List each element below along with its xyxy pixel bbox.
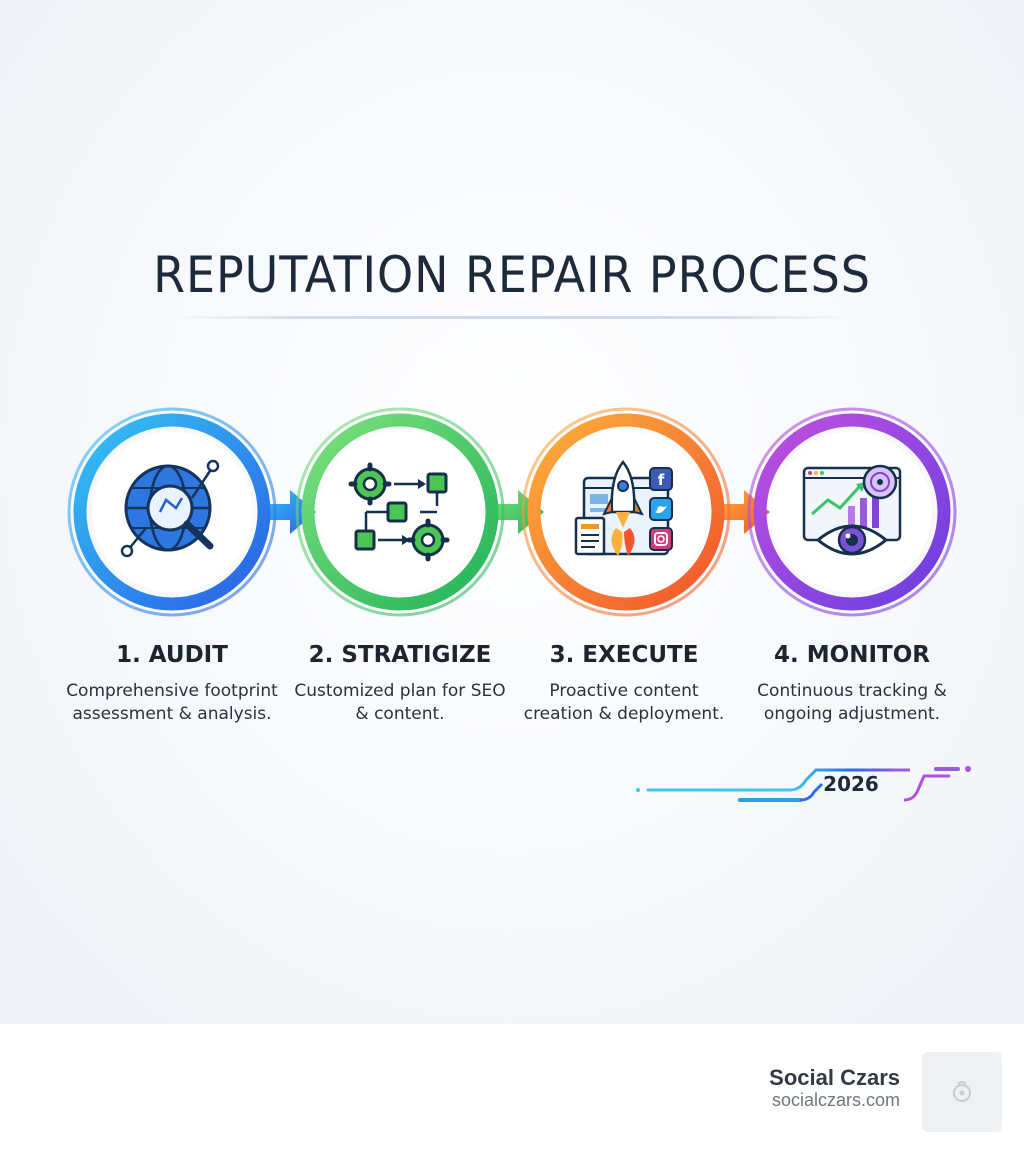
step-1-label: 1. AUDIT: [116, 642, 228, 668]
rocket-social-icon: f: [574, 460, 673, 556]
process-diagram: f: [67, 407, 957, 617]
year-badge-swoosh: [636, 766, 971, 802]
brand-url[interactable]: socialczars.com: [771, 1090, 900, 1110]
step-4-description: Continuous tracking & ongoing adjustment…: [757, 681, 947, 724]
brand-logo-icon: [922, 1052, 1002, 1132]
step-1-description: Comprehensive footprint assessment & ana…: [66, 681, 278, 724]
infographic-canvas: REPUTATION REPAIR PROCESS: [0, 0, 1024, 1024]
year-label: 2026: [823, 772, 879, 796]
step-4-circle: [747, 407, 957, 617]
eye-analytics-icon: [802, 464, 902, 556]
step-3-description: Proactive content creation & deployment.: [523, 681, 725, 724]
step-1-circle: [67, 407, 277, 617]
brand-name: Social Czars: [769, 1065, 900, 1090]
step-2-description: Customized plan for SEO & content.: [294, 681, 506, 724]
footer-bar: [0, 1024, 1024, 1154]
step-2-circle: [295, 407, 505, 617]
svg-text:f: f: [658, 471, 665, 489]
globe-magnifier-icon: [120, 459, 220, 558]
step-3-circle: f: [521, 407, 731, 617]
title-divider: [172, 316, 852, 319]
step-4-label: 4. MONITOR: [774, 642, 930, 668]
step-2-label: 2. STRATIGIZE: [308, 642, 492, 668]
page-title: REPUTATION REPAIR PROCESS: [153, 246, 871, 304]
gears-flowchart-icon: [348, 462, 450, 562]
step-3-label: 3. EXECUTE: [549, 642, 699, 668]
